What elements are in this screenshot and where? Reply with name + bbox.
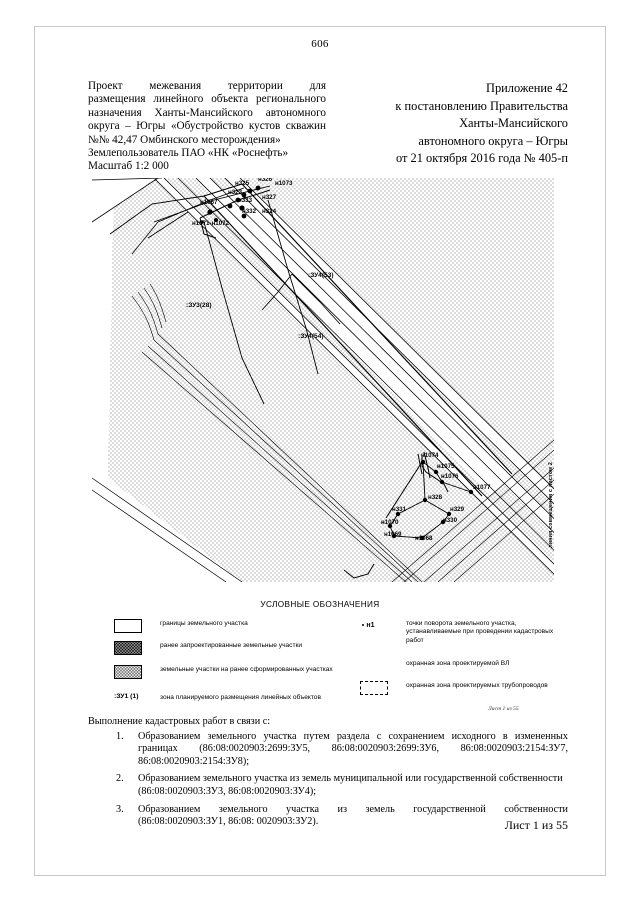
appendix-line-1: Приложение 42 [486, 81, 568, 95]
point-label-n332: н332 [242, 208, 257, 215]
appendix-line-3: Ханты-Мансийского [459, 116, 568, 130]
description-list: 1. Образованием земельного участка путем… [88, 731, 568, 829]
point-label-n330: н330 [443, 517, 458, 524]
zone-label-zu4-53: :ЗУ4(53) [308, 272, 334, 279]
legend-item-boundary: границы земельного участка [114, 618, 344, 636]
list-item-line: границах (86:08:0020903:2699:ЗУ5, 86:08:… [138, 743, 568, 755]
title-line-6: Землепользователь ПАО «НК «Роснефть» [88, 147, 289, 160]
description-lead: Выполнение кадастровых работ в связи с: [88, 716, 271, 727]
sheet-join-line-note: линия совмещения с листом 2 [548, 462, 554, 548]
legend-code-zu1: :ЗУ1 (1) [114, 693, 139, 700]
legend-label-turning-points: точки поворота земельного участка, устан… [406, 620, 554, 644]
turning-point-sample-label: н1 [366, 622, 375, 629]
sheet-number-note: Лист 1 из 55 [504, 818, 568, 832]
point-label-n323: н323 [228, 189, 243, 196]
list-item: 3. Образованием земельного участка из зе… [88, 804, 568, 829]
legend-item-planned-placement: :ЗУ1 (1) зона планируемого размещения ли… [114, 692, 344, 712]
point-label-n329: н329 [450, 506, 465, 513]
list-item-line: Образованием земельного участка путем ра… [138, 730, 568, 742]
appendix-block: Приложение 42 к постановлению Правительс… [356, 80, 568, 168]
legend-label-planned-placement: зона планируемого размещения линейных об… [160, 694, 321, 701]
point-label-n1073: н1073 [275, 180, 293, 187]
title-line-3: назначения Ханты-Мансийского автономного [88, 106, 326, 119]
legend-label-power-line-zone: охранная зона проектируемой ВЛ [406, 660, 510, 667]
list-item-line: (86:08:0020903:ЗУ1, 86:08: 0020903:ЗУ2). [138, 816, 319, 828]
legend-left-column: границы земельного участка ранее запроек… [114, 618, 344, 716]
parcels-on-formed-swatch [114, 665, 142, 679]
document-title-block: Проект межевания территории для размещен… [88, 80, 326, 174]
title-line-1: Проект межевания территории для [88, 80, 326, 92]
cadastral-map: :ЗУ4(53) :ЗУ3(28) :ЗУ4(54) н1067 н1071-н… [92, 178, 554, 582]
point-label-n1068: н1068 [415, 535, 433, 542]
legend-label-parcels-on-formed: земельные участки на ранее сформированны… [160, 666, 333, 673]
legend-title: УСЛОВНЫЕ ОБОЗНАЧЕНИЯ [260, 600, 380, 609]
cadastral-works-description: Выполнение кадастровых работ в связи с: … [88, 716, 568, 834]
list-item-line: (86:08:0020903:ЗУ3, 86:08:0020903:ЗУ4); [138, 785, 317, 797]
legend-right-column: н1 точки поворота земельного участка, ус… [360, 618, 570, 704]
point-label-n1067: н1067 [200, 199, 218, 206]
legend-label-boundary: границы земельного участка [160, 620, 248, 627]
legend-item-turning-points: н1 точки поворота земельного участка, ус… [360, 618, 570, 654]
point-label-n326: н326 [258, 178, 273, 183]
point-label-n1069: н1069 [384, 531, 402, 538]
point-label-n328: н328 [428, 494, 443, 501]
legend: границы земельного участка ранее запроек… [88, 618, 558, 718]
point-label-n333: н333 [238, 197, 253, 204]
protection-zone-dashed-swatch [360, 681, 388, 695]
zone-label-zu3-28: :ЗУ3(28) [186, 302, 212, 309]
legend-label-previously-designed: ранее запроектированные земельные участк… [160, 642, 303, 649]
legend-item-parcels-on-formed: земельные участки на ранее сформированны… [114, 664, 344, 688]
legend-label-pipeline-zone: охранная зона проектируемых трубопроводо… [406, 682, 548, 689]
title-line-5: №№ 42,47 Омбинского месторождения» [88, 133, 281, 146]
page-border [34, 26, 606, 876]
boundary-outline-swatch [114, 619, 142, 633]
point-label-n1077: н1077 [473, 484, 491, 491]
point-label-n1071-n1072: н1071-н1072 [192, 220, 230, 227]
scale-label: Масштаб 1:2 000 [88, 160, 169, 173]
legend-item-power-line-zone: охранная зона проектируемой ВЛ [360, 658, 570, 672]
sheet-note-small: Лист 1 из 55 [488, 706, 519, 712]
point-label-n325: н325 [235, 180, 250, 187]
list-item-line: Образованием земельного участка из земел… [138, 773, 563, 785]
point-label-n1076: н1076 [441, 473, 459, 480]
point-label-n324: н324 [262, 208, 277, 215]
point-dot-icon [362, 623, 365, 627]
appendix-line-4: автономного округа – Югры [418, 133, 568, 148]
list-item-number: 1. [116, 730, 124, 742]
list-item-line: 86:08:0020903:2154:ЗУ8); [138, 755, 250, 767]
legend-item-pipeline-zone: охранная зона проектируемых трубопроводо… [360, 680, 570, 700]
previously-designed-swatch [114, 641, 142, 655]
list-item: 2. Образованием земельного участка из зе… [88, 773, 568, 798]
point-label-n331: н331 [392, 506, 407, 513]
list-item-number: 2. [116, 773, 124, 785]
appendix-line-5: от 21 октября 2016 года № 405-п [396, 151, 568, 165]
legend-item-previously-designed: ранее запроектированные земельные участк… [114, 640, 344, 660]
list-item: 1. Образованием земельного участка путем… [88, 731, 568, 769]
turning-point-sample: н1 [362, 622, 375, 629]
title-line-4: округа – Югры «Обустройство кустов скваж… [88, 120, 326, 133]
point-label-n1070: н1070 [381, 519, 399, 526]
point-label-n1075: н1075 [437, 463, 455, 470]
list-item-number: 3. [116, 803, 124, 815]
page-number: 606 [311, 38, 329, 50]
list-item-line: Образованием земельного участка из земел… [138, 803, 568, 815]
appendix-line-2: к постановлению Правительства [395, 98, 568, 113]
title-line-2: размещения линейного объекта регионально… [88, 93, 326, 106]
point-label-n1074: н1074 [421, 452, 439, 459]
zone-label-zu4-54: :ЗУ4(54) [298, 333, 324, 340]
point-label-n327: н327 [262, 194, 277, 201]
